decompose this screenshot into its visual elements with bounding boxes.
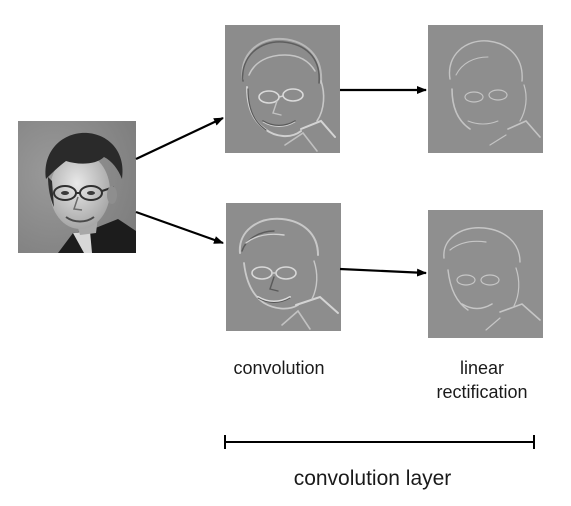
convolution-layer-label: convolution layer bbox=[293, 467, 452, 490]
arrow-input-to-top bbox=[135, 117, 224, 160]
layer-span-bracket bbox=[224, 435, 535, 449]
convolution-label: convolution bbox=[233, 358, 325, 378]
rectified-map-top bbox=[428, 25, 543, 153]
rectification-label-line1: linear bbox=[459, 358, 505, 378]
rectified-map-bottom bbox=[428, 210, 543, 338]
arrow-input-to-bottom bbox=[135, 210, 224, 245]
convolution-map-bottom bbox=[226, 203, 341, 331]
rectification-label-line2: rectification bbox=[436, 382, 528, 402]
convolution-map-top bbox=[225, 25, 340, 153]
arrow-bottom-conv-to-rect bbox=[339, 267, 427, 277]
input-photo bbox=[18, 121, 136, 253]
